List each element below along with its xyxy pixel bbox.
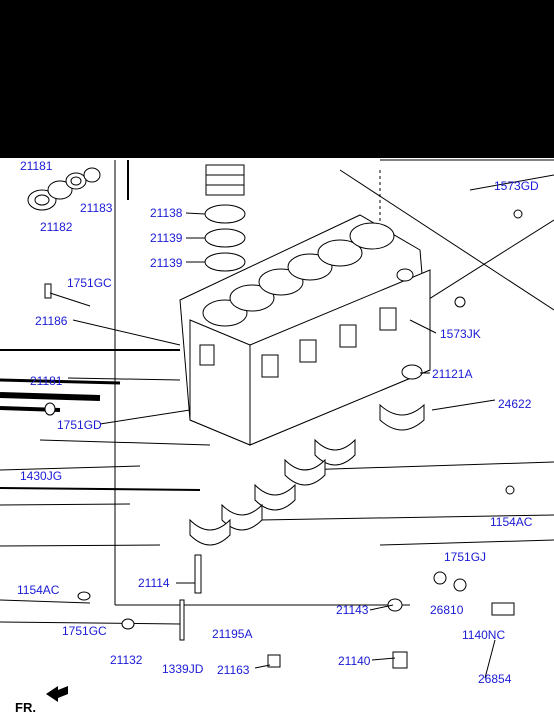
cylinder-liner: [205, 164, 245, 196]
label-21139-a: 21139: [150, 231, 183, 245]
label-21181-mid: 21181: [30, 374, 63, 388]
label-1154AC-right: 1154AC: [490, 515, 533, 529]
front-direction-indicator: FR.: [15, 686, 68, 715]
header-black-band: [0, 0, 554, 158]
label-21132: 21132: [110, 653, 143, 667]
bearing-caps: [189, 403, 425, 546]
label-1430JG: 1430JG: [20, 469, 62, 483]
label-1573GD: 1573GD: [494, 179, 539, 193]
label-1573JK: 1573JK: [440, 327, 481, 341]
label-1154AC-left: 1154AC: [17, 583, 60, 597]
label-1751GC-top: 1751GC: [67, 276, 112, 290]
front-arrow-icon: [46, 686, 68, 702]
bolts-and-fittings: [44, 209, 523, 669]
engine-block: [179, 214, 431, 446]
label-21181-top: 21181: [20, 159, 53, 173]
label-24622: 24622: [498, 397, 532, 411]
label-21163: 21163: [217, 663, 250, 677]
label-21139-b: 21139: [150, 256, 183, 270]
head-gasket-rings: [204, 204, 246, 272]
label-1751GD: 1751GD: [57, 418, 102, 432]
part-number-labels: 21181 21183 21182 21138 21139 21139 1573…: [17, 159, 539, 686]
label-1751GC-bottom: 1751GC: [62, 624, 107, 638]
label-21182: 21182: [40, 220, 73, 234]
label-21138: 21138: [150, 206, 183, 220]
label-1751GJ: 1751GJ: [444, 550, 486, 564]
label-21121A: 21121A: [432, 367, 472, 381]
label-21183: 21183: [80, 201, 113, 215]
label-26854: 26854: [478, 672, 512, 686]
label-1140NC: 1140NC: [462, 628, 505, 642]
label-21186: 21186: [35, 314, 68, 328]
label-1339JD: 1339JD: [162, 662, 204, 676]
label-26810: 26810: [430, 603, 464, 617]
scan-artifact-lines: [0, 159, 554, 625]
bearing-shells-group: [27, 167, 101, 211]
label-21143: 21143: [336, 603, 369, 617]
leader-lines: [67, 212, 496, 679]
label-21195A: 21195A: [212, 627, 252, 641]
label-21140: 21140: [338, 654, 371, 668]
label-21114: 21114: [138, 576, 170, 590]
front-label: FR.: [15, 700, 36, 715]
